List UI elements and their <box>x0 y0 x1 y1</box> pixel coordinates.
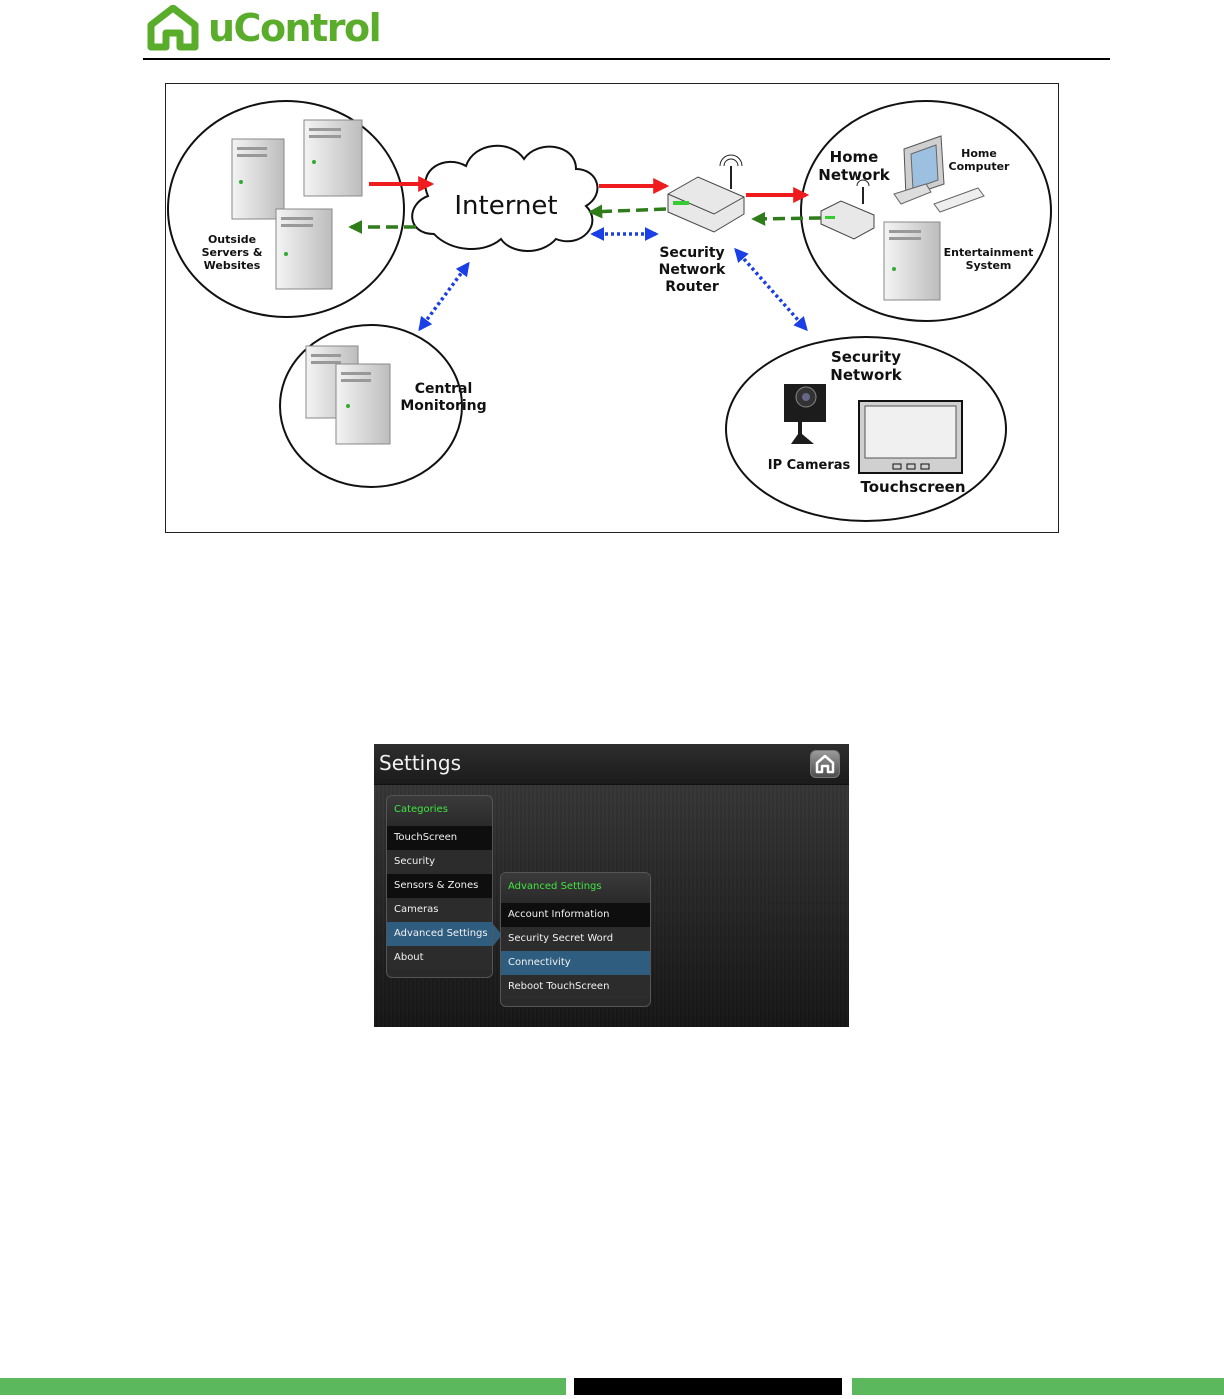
categories-header: Categories <box>387 796 492 826</box>
ip-cameras-label: IP Cameras <box>767 458 851 473</box>
home-network-circle <box>800 100 1052 322</box>
server-icon <box>335 363 391 445</box>
category-touchscreen[interactable]: TouchScreen <box>387 826 492 850</box>
central-monitoring-label: Central Monitoring <box>400 381 487 414</box>
footer-bar-left <box>0 1378 566 1395</box>
selection-pointer <box>493 924 502 946</box>
footer-bar-right <box>852 1378 1224 1395</box>
central-monitoring-circle <box>279 324 463 488</box>
category-sensors-zones[interactable]: Sensors & Zones <box>387 874 492 898</box>
outside-servers-circle <box>167 100 405 318</box>
security-network-circle <box>725 336 1007 522</box>
server-icon <box>303 119 363 197</box>
entertainment-system-label: Entertainment System <box>943 246 1034 273</box>
home-button[interactable] <box>810 750 840 778</box>
settings-screenshot: Settings Categories TouchScreen Security… <box>374 744 849 1027</box>
footer-bar-center <box>574 1378 842 1395</box>
header-divider <box>143 58 1110 60</box>
network-diagram: Internet Outside Servers & Websites Home… <box>165 83 1059 533</box>
server-icon <box>231 138 285 220</box>
network-diagram-graphic <box>167 100 1052 522</box>
categories-panel: Categories TouchScreen Security Sensors … <box>386 795 493 978</box>
title-bar: Settings <box>374 744 849 785</box>
security-network-router-label: Security Network Router <box>658 245 726 295</box>
monitoring-link <box>418 261 470 332</box>
account-information-item[interactable]: Account Information <box>501 903 650 927</box>
ip-camera-icon <box>784 384 826 444</box>
security-network-label: Security Network <box>830 348 902 384</box>
page-title: Settings <box>379 751 462 775</box>
touchscreen-label: Touchscreen <box>860 478 966 496</box>
category-cameras[interactable]: Cameras <box>387 898 492 922</box>
advanced-settings-header: Advanced Settings <box>501 873 650 903</box>
logo-text: uControl <box>208 6 382 50</box>
server-icon <box>275 208 333 290</box>
category-security[interactable]: Security <box>387 850 492 874</box>
monitoring-link <box>734 247 808 332</box>
security-secret-word-item[interactable]: Security Secret Word <box>501 927 650 951</box>
advanced-settings-panel: Advanced Settings Account Information Se… <box>500 872 651 1007</box>
router-icon <box>820 179 875 240</box>
server-icon <box>883 221 941 301</box>
router-icon <box>667 154 745 233</box>
response-arrow <box>588 204 667 219</box>
category-advanced-settings[interactable]: Advanced Settings <box>387 922 492 946</box>
category-about[interactable]: About <box>387 946 492 970</box>
touchscreen-icon <box>858 400 963 474</box>
reboot-touchscreen-item[interactable]: Reboot TouchScreen <box>501 975 650 999</box>
home-computer-label: Home Computer <box>948 147 1010 174</box>
outside-servers-label: Outside Servers & Websites <box>201 233 263 273</box>
response-arrow <box>751 211 822 226</box>
computer-icon <box>893 135 985 213</box>
internet-label: Internet <box>454 191 558 221</box>
home-icon <box>815 754 835 774</box>
ucontrol-logo: uControl <box>146 4 382 52</box>
home-network-label: Home Network <box>818 148 890 184</box>
house-logo-icon <box>147 5 199 51</box>
connectivity-item[interactable]: Connectivity <box>501 951 650 975</box>
